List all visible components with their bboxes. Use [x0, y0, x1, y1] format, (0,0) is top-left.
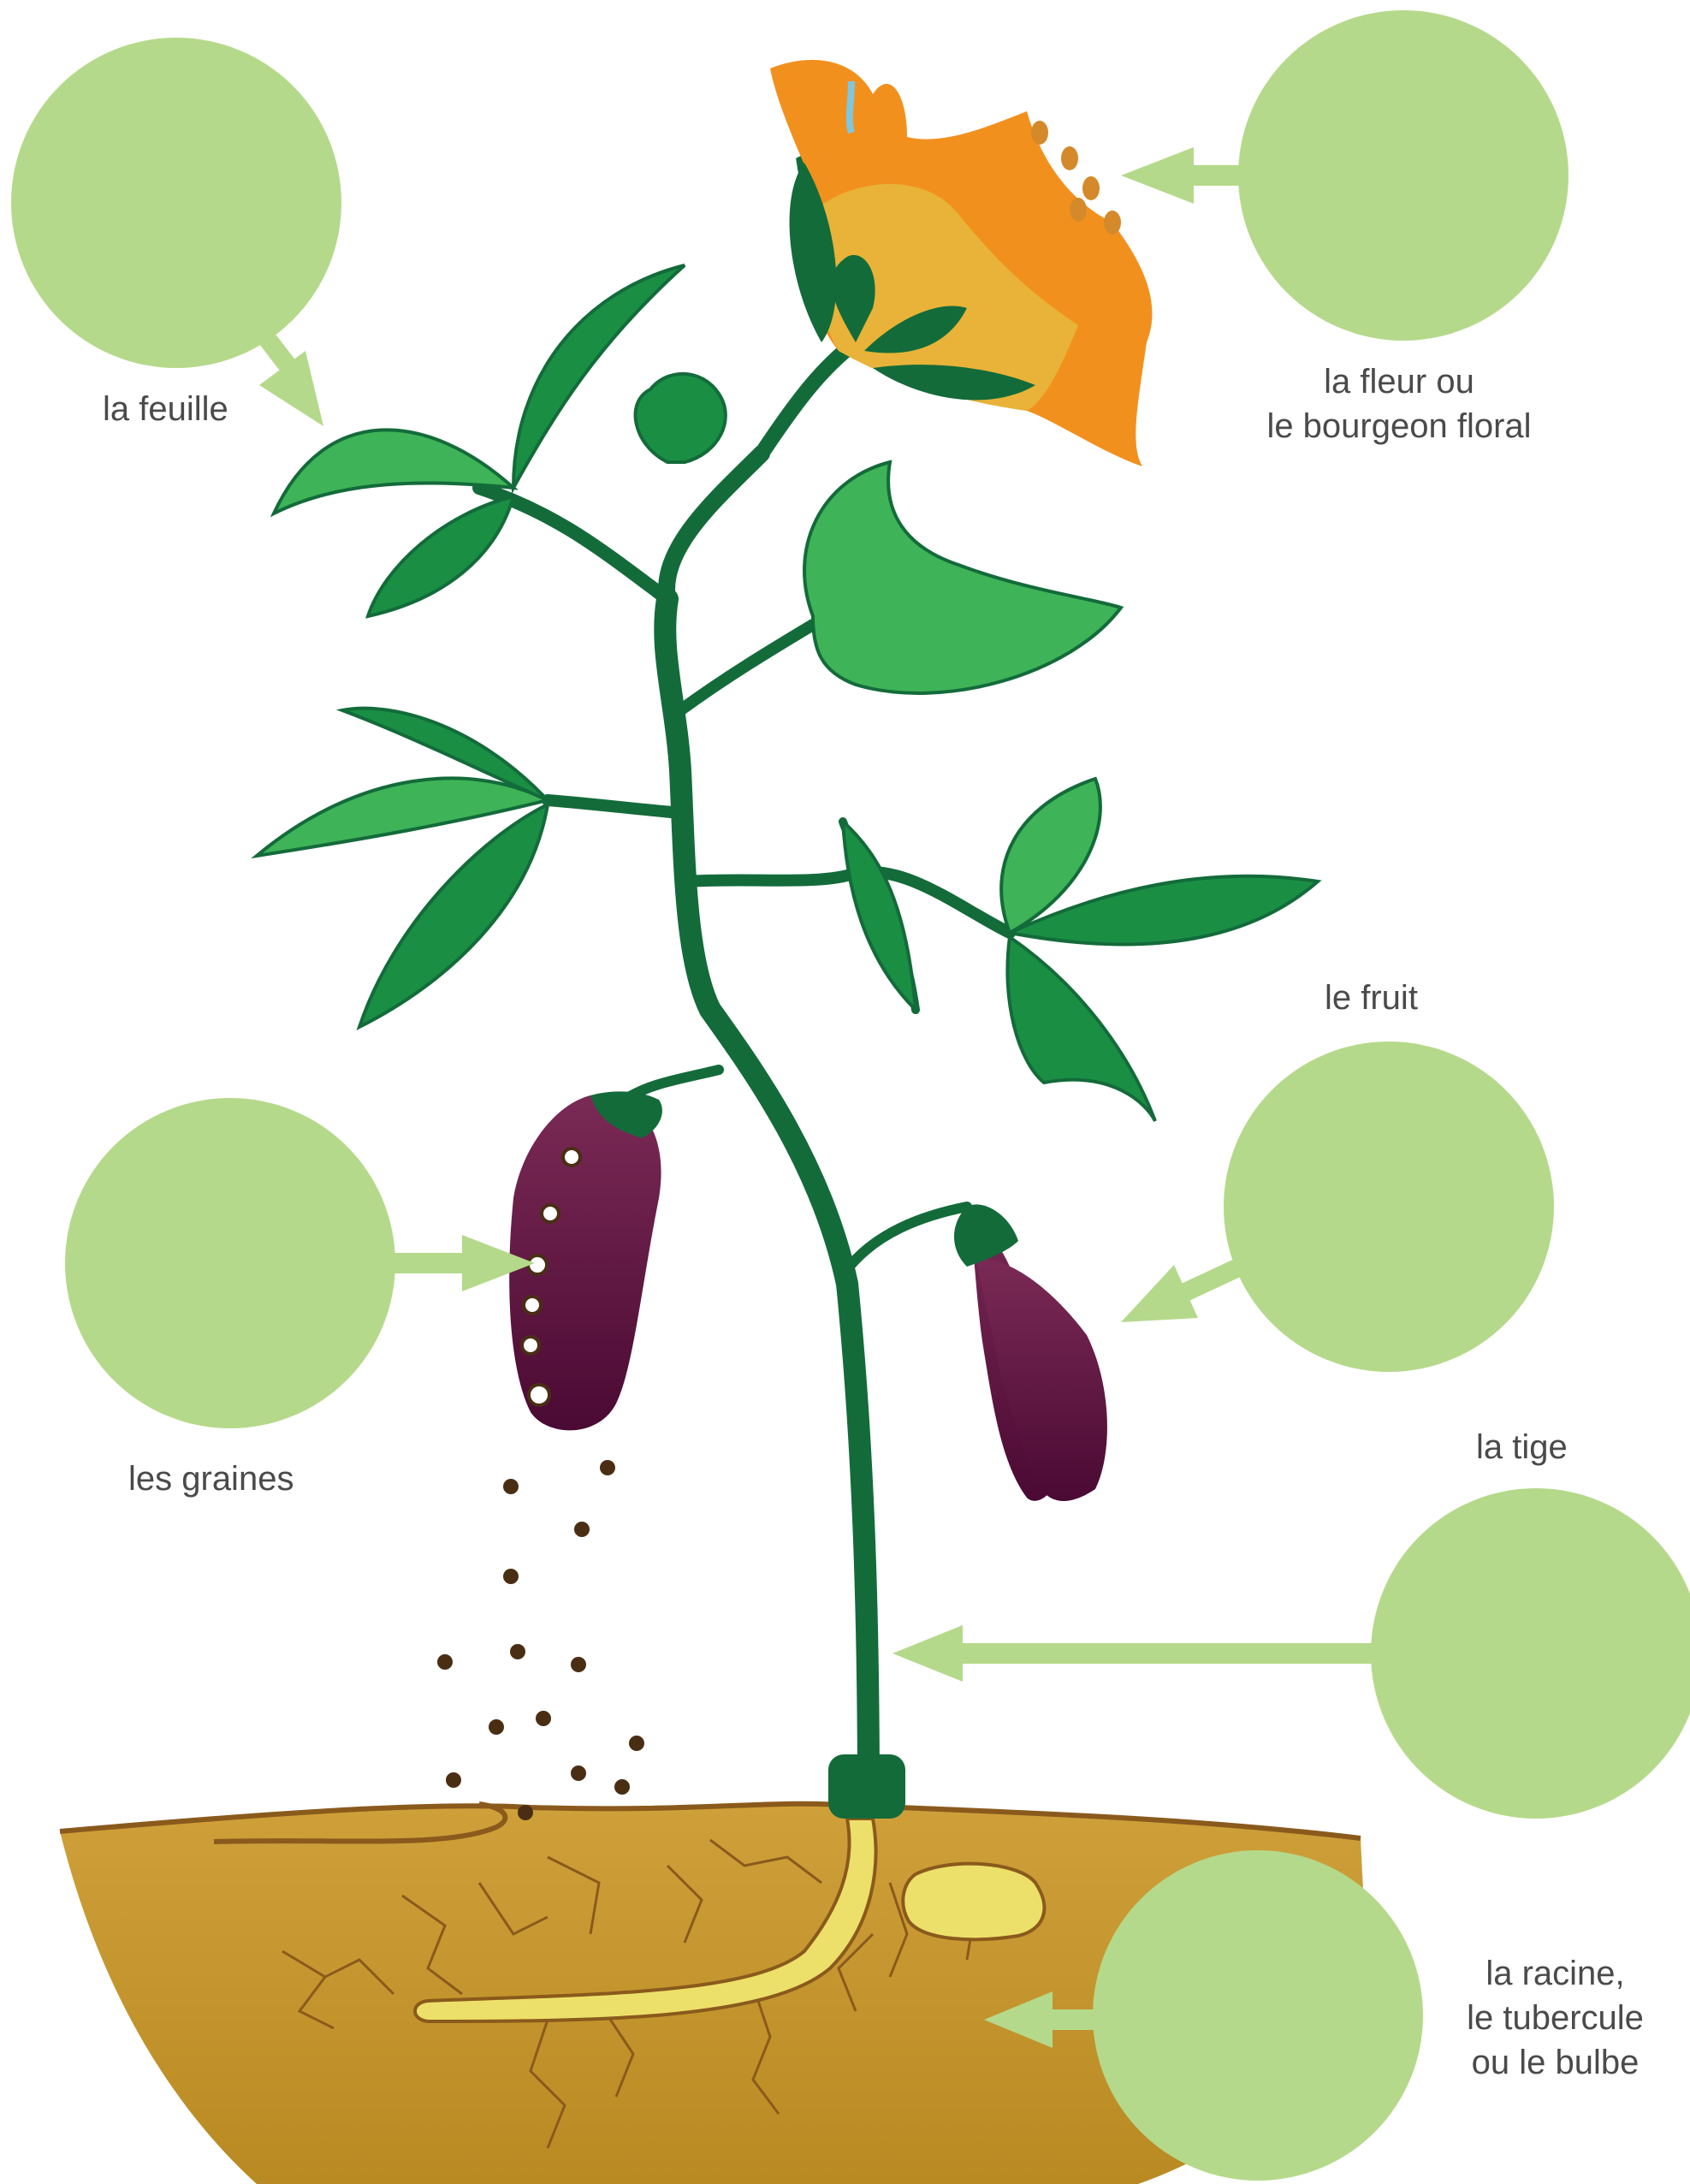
label-racine-line2: le tubercule — [1438, 1996, 1673, 2040]
label-racine: la racine, le tubercule ou le bulbe — [1438, 1951, 1673, 2085]
label-racine-line3: ou le bulbe — [1438, 2040, 1673, 2085]
stem-base — [828, 1754, 905, 1819]
label-fleur-line2: le bourgeon floral — [1224, 404, 1574, 448]
circle-graines — [65, 1098, 395, 1428]
arrow-fleur — [1121, 147, 1241, 204]
label-graines: les graines — [128, 1457, 294, 1501]
circle-racine — [1093, 1850, 1423, 2181]
circle-fleur — [1238, 10, 1568, 341]
label-fleur-line1: la fleur ou — [1224, 359, 1574, 404]
label-feuille: la feuille — [103, 387, 228, 431]
label-fruit: le fruit — [1325, 976, 1418, 1020]
leaf-icon — [257, 265, 1318, 1121]
label-tige: la tige — [1476, 1425, 1568, 1469]
label-racine-line1: la racine, — [1438, 1951, 1673, 1996]
arrows — [257, 147, 1373, 2048]
circle-fruit — [1224, 1042, 1554, 1372]
tuber-icon — [903, 1864, 1044, 1940]
arrow-fruit — [1121, 1265, 1236, 1322]
circle-tige — [1371, 1488, 1690, 1819]
circle-feuille — [11, 38, 341, 368]
flower-icon — [762, 60, 1152, 466]
arrow-tige — [892, 1625, 1373, 1682]
arrow-feuille — [257, 325, 323, 426]
falling-seeds — [437, 1460, 644, 1820]
label-fleur: la fleur ou le bourgeon floral — [1224, 359, 1574, 448]
